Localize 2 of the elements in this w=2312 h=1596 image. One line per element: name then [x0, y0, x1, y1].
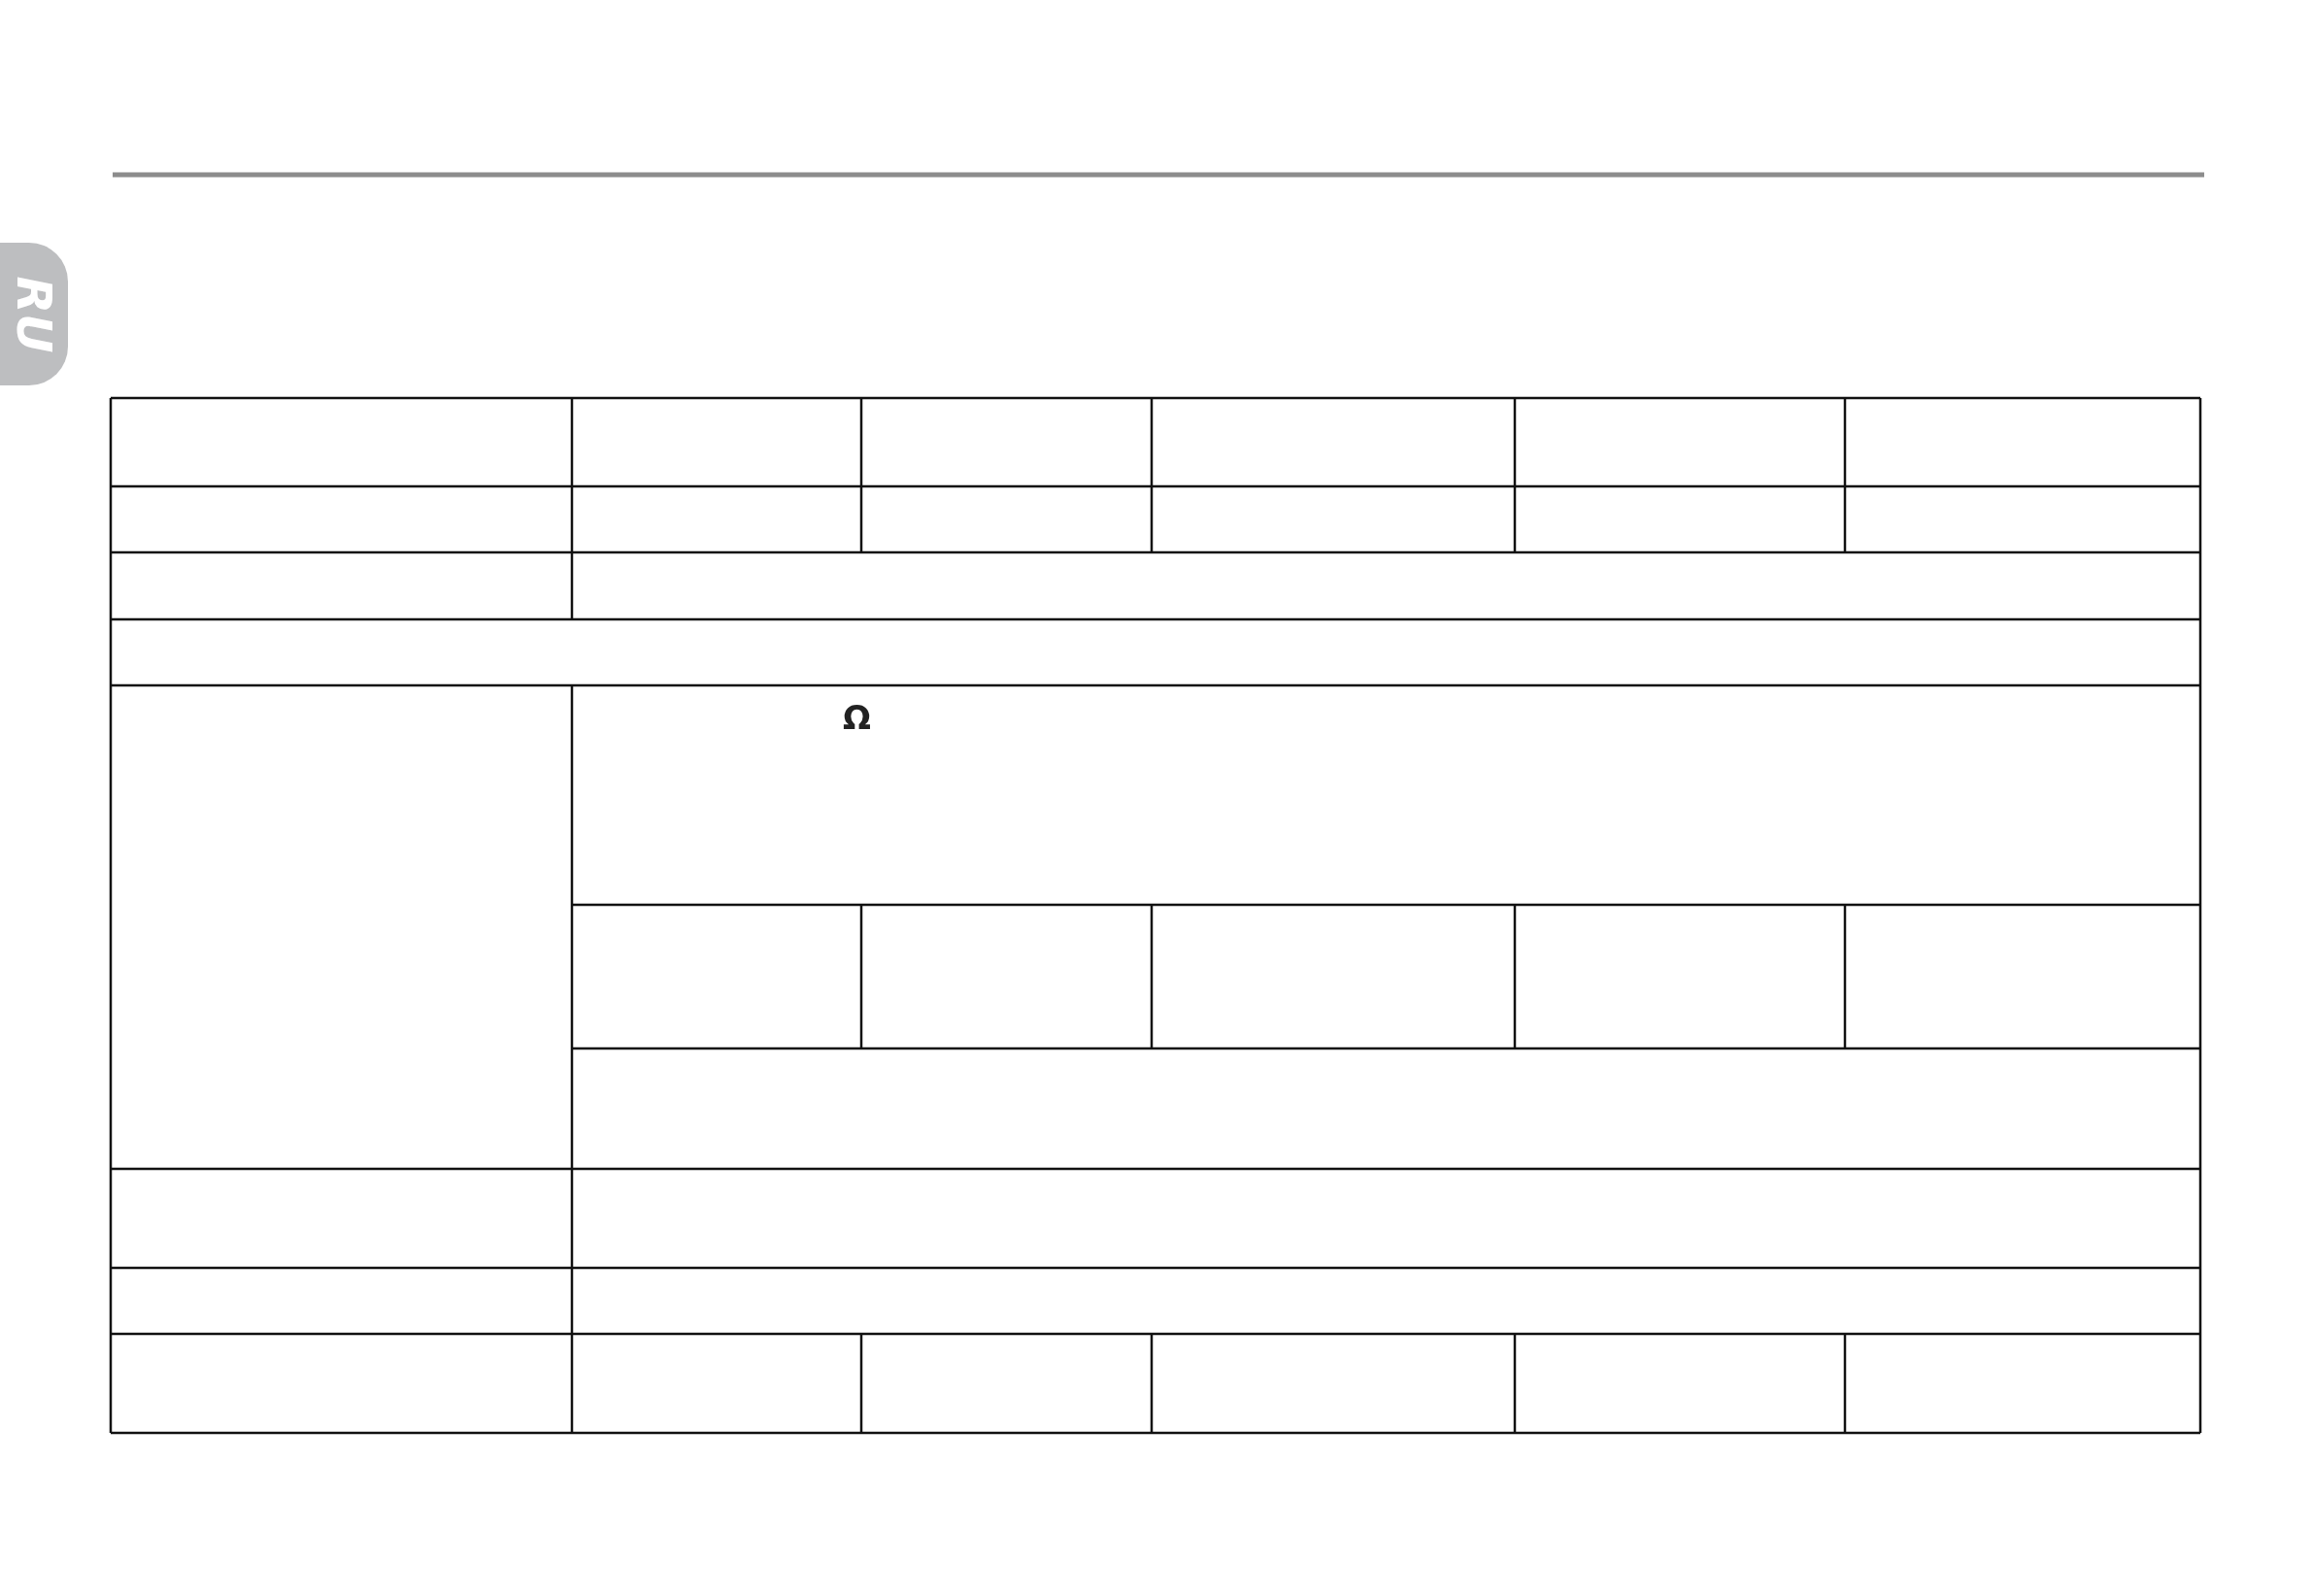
- unit-symbol: Ω: [843, 701, 871, 734]
- language-tab: RU: [0, 243, 68, 385]
